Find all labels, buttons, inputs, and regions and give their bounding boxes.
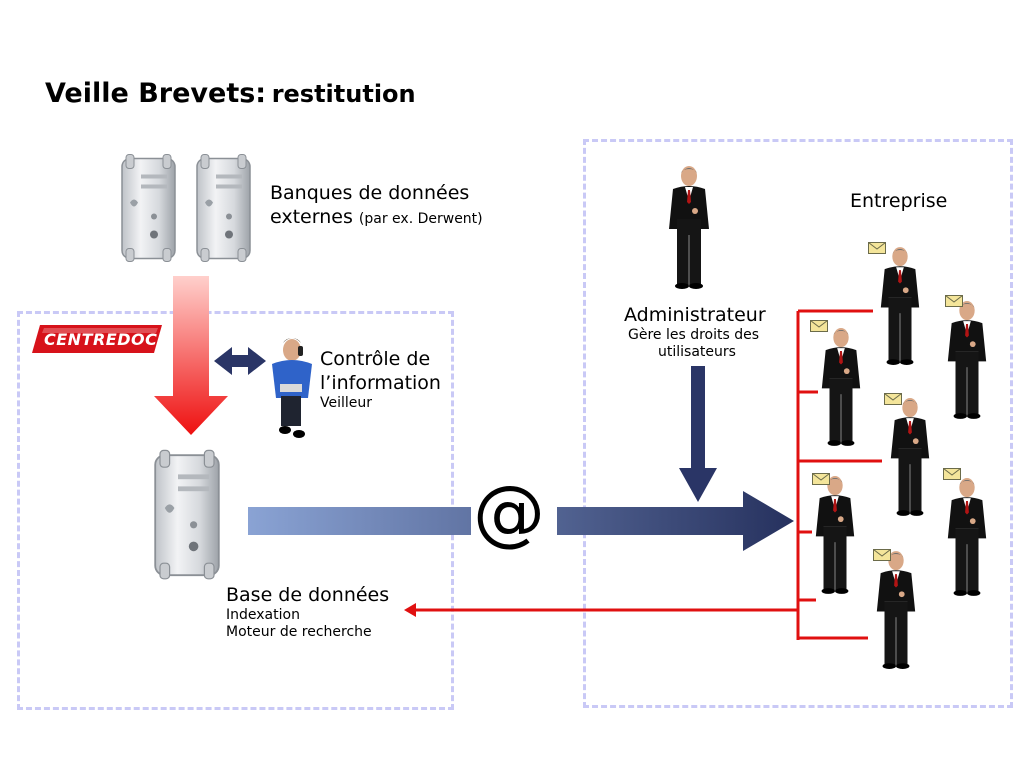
enterprise-label: Entreprise	[850, 190, 948, 212]
control-sub: Veilleur	[320, 395, 373, 411]
logo-text: CENTREDOC	[44, 330, 158, 349]
admin-label: Administrateur Gère les droits des utili…	[624, 303, 774, 361]
return-arrow-head	[404, 603, 416, 617]
title-main: Veille Brevets:	[45, 78, 267, 109]
external-db-label: Banques de données externes (par ex. Der…	[270, 181, 483, 231]
title-sub: restitution	[271, 80, 416, 108]
double-arrow-icon	[214, 347, 266, 375]
red-down-arrow	[154, 276, 228, 435]
admin-sub2: utilisateurs	[658, 344, 736, 360]
database-sub2: Moteur de recherche	[226, 624, 372, 640]
admin-down-arrow	[679, 366, 717, 502]
centredoc-logo: CENTREDOC	[32, 323, 162, 355]
page-title: Veille Brevets: restitution	[45, 78, 416, 109]
database-sub1: Indexation	[226, 607, 300, 623]
distribution-lines	[796, 309, 882, 640]
database-title: Base de données	[226, 584, 390, 606]
person-phone-icon	[272, 338, 312, 438]
enterprise-zone	[583, 139, 1013, 708]
control-line2: l’information	[320, 372, 441, 394]
admin-sub1: Gère les droits des	[628, 327, 760, 343]
database-label: Base de données Indexation Moteur de rec…	[226, 583, 389, 641]
database-server-icon	[154, 449, 220, 580]
control-line1: Contrôle de	[320, 348, 431, 370]
admin-title: Administrateur	[624, 304, 766, 326]
external-server-icon	[121, 153, 251, 263]
email-at-symbol: @	[473, 470, 545, 554]
external-db-note: (par ex. Derwent)	[358, 211, 483, 227]
external-db-line1: Banques de données	[270, 182, 470, 204]
control-label: Contrôle de l’information Veilleur	[320, 347, 441, 412]
external-db-line2: externes	[270, 206, 353, 228]
administrator-icon	[669, 166, 709, 289]
